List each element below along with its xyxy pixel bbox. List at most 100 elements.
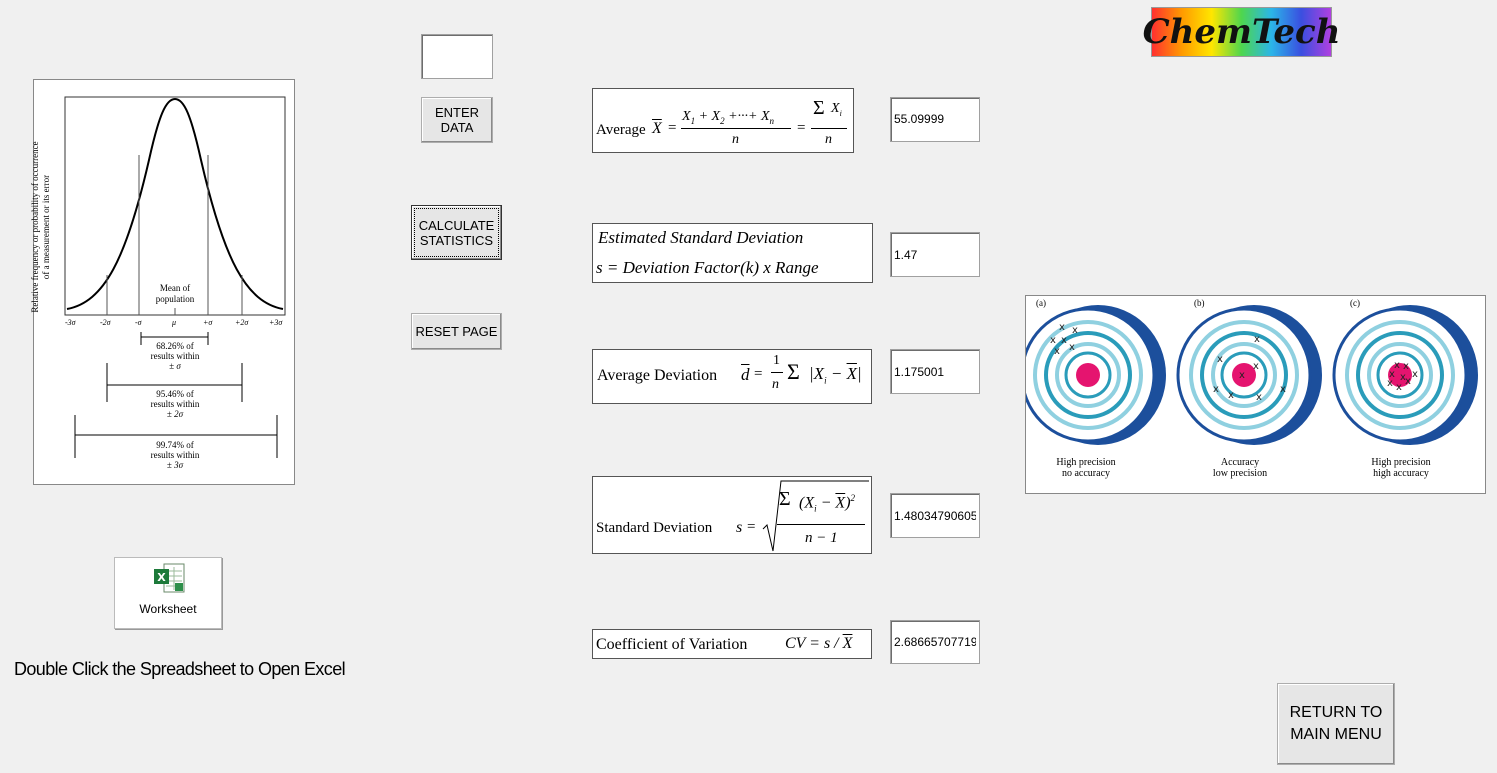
denominator-n: n — [732, 132, 739, 147]
y-label-line2: of a measurement or its error — [41, 174, 51, 280]
svg-text:x: x — [1217, 354, 1223, 365]
tick-label: -3σ — [65, 318, 76, 327]
return-main-menu-button[interactable]: RETURN TO MAIN MENU — [1277, 683, 1395, 765]
worksheet-label: Worksheet — [139, 602, 197, 616]
target-c — [1332, 303, 1480, 447]
xbar-symbol: X — [652, 120, 662, 137]
est-sd-line2: s = Deviation Factor(k) x Range — [596, 258, 819, 277]
n-minus-1: n − 1 — [805, 530, 838, 546]
svg-text:X: X — [157, 571, 166, 584]
band-text: 68.26% of — [156, 341, 194, 351]
std-deviation-result[interactable] — [890, 493, 980, 538]
cv-expression: CV = s / X — [785, 635, 853, 652]
band-3sigma: 99.74% of results within ± 3σ — [135, 440, 215, 470]
band-text: ± 2σ — [166, 409, 184, 419]
fraction-bar — [681, 128, 791, 129]
dbar-symbol: d — [741, 365, 750, 384]
cv-result[interactable] — [890, 620, 980, 664]
n: n — [772, 377, 779, 392]
abs-term: |Xi − X| — [809, 364, 862, 386]
svg-text:x: x — [1072, 325, 1078, 336]
tick-label: -σ — [135, 318, 142, 327]
excel-icon: X — [154, 563, 185, 593]
svg-text:x: x — [1394, 360, 1400, 371]
caption-line: high accuracy — [1373, 468, 1429, 479]
svg-text:x: x — [1280, 384, 1286, 395]
panel-b-caption: Accuracy low precision — [1190, 457, 1290, 479]
est-sd-line1: Estimated Standard Deviation — [598, 228, 804, 247]
svg-text:x: x — [1387, 378, 1393, 389]
band-text: results within — [150, 351, 200, 361]
panel-b-tag: (b) — [1194, 298, 1205, 308]
fraction-bar — [811, 128, 847, 129]
s-symbol: s — [736, 519, 743, 536]
bell-ticks: -3σ -2σ -σ μ +σ +2σ +3σ — [60, 318, 290, 330]
fraction-bar — [771, 372, 783, 373]
band-1sigma: 68.26% of results within ± σ — [135, 341, 215, 371]
tick-label: +3σ — [269, 318, 283, 327]
standard-deviation-formula: Standard Deviation s = Σ (Xi − X)2 n − 1 — [592, 476, 872, 554]
svg-text:x: x — [1253, 361, 1259, 372]
y-label-line1: Relative frequency or probability of occ… — [30, 141, 40, 313]
svg-text:x: x — [1256, 392, 1262, 403]
caption-line: low precision — [1212, 468, 1268, 479]
data-entry-input[interactable] — [421, 34, 493, 79]
sigma-symbol: Σ — [787, 359, 800, 384]
svg-text:x: x — [1069, 342, 1075, 353]
svg-text:x: x — [1054, 346, 1060, 357]
svg-text:x: x — [1059, 322, 1065, 333]
logo-text: ChemTech — [1142, 12, 1341, 52]
tick-label: +2σ — [235, 318, 249, 327]
bell-y-label: Relative frequency or probability of occ… — [30, 112, 60, 342]
svg-text:x: x — [1254, 334, 1260, 345]
svg-text:x: x — [1403, 361, 1409, 372]
svg-text:x: x — [1412, 369, 1418, 380]
estimated-sd-formula: Estimated Standard Deviation s = Deviati… — [592, 223, 873, 283]
worksheet-object[interactable]: X Worksheet — [114, 557, 222, 629]
cv-formula: Coefficient of Variation CV = s / X — [592, 629, 872, 659]
target-b — [1176, 303, 1324, 447]
svg-text:x: x — [1405, 376, 1411, 387]
svg-text:x: x — [1050, 335, 1056, 346]
average-label: Average — [596, 122, 646, 138]
sigma-symbol: Σ — [779, 488, 791, 510]
band-text: 95.46% of — [156, 389, 194, 399]
bell-curve-figure: Relative frequency or probability of occ… — [30, 79, 295, 485]
cv-label: Coefficient of Variation — [596, 636, 748, 653]
band-2sigma: 95.46% of results within ± 2σ — [135, 389, 215, 419]
tick-label: +σ — [203, 318, 213, 327]
avg-dev-label: Average Deviation — [597, 367, 718, 384]
instruction-text: Double Click the Spreadsheet to Open Exc… — [14, 659, 346, 679]
avg-deviation-result[interactable] — [890, 349, 980, 394]
band-text: ± 3σ — [166, 460, 184, 470]
band-text: results within — [150, 399, 200, 409]
sum-term: Xi — [831, 101, 842, 118]
average-result[interactable] — [890, 97, 980, 142]
calculate-statistics-button[interactable]: CALCULATE STATISTICS — [411, 205, 502, 260]
sigma-symbol: Σ — [813, 97, 825, 119]
svg-text:x: x — [1400, 372, 1406, 383]
panel-a-caption: High precision no accuracy — [1036, 457, 1136, 479]
caption-line: High precision — [1056, 457, 1116, 468]
mean-label: Mean of population — [140, 283, 210, 305]
mean-label-line2: population — [155, 294, 195, 304]
chemtech-logo: ChemTech — [1143, 7, 1340, 57]
bell-curve-svg — [64, 96, 286, 458]
fraction-bar — [777, 524, 865, 525]
panel-c-tag: (c) — [1350, 298, 1360, 308]
panel-a-tag: (a) — [1036, 298, 1046, 308]
svg-text:x: x — [1239, 370, 1245, 381]
band-text: results within — [150, 450, 200, 460]
svg-text:x: x — [1061, 335, 1067, 346]
caption-line: High precision — [1371, 457, 1431, 468]
reset-page-button[interactable]: RESET PAGE — [411, 313, 502, 350]
average-formula: Average X = X1 + X2 +···+ Xn n = Σ Xi n — [592, 88, 854, 153]
average-deviation-formula: Average Deviation d = 1 n Σ |Xi − X| — [592, 349, 872, 404]
enter-data-button[interactable]: ENTER DATA — [421, 97, 493, 143]
tick-label: -2σ — [100, 318, 111, 327]
svg-text:x: x — [1213, 384, 1219, 395]
equals: = — [668, 120, 677, 136]
est-sd-result[interactable] — [890, 232, 980, 277]
